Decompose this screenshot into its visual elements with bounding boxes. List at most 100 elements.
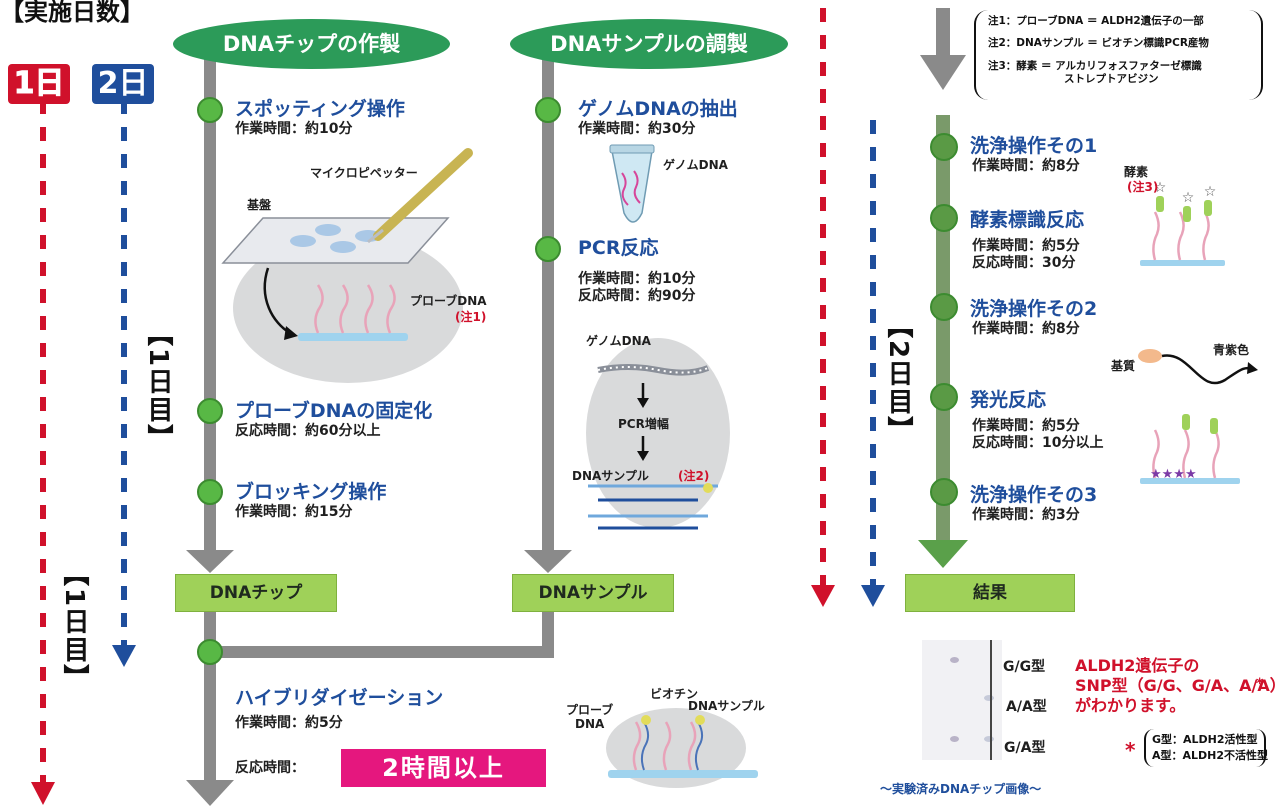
notes-bracket [974,10,1263,100]
day2-arrowhead [918,540,968,568]
note-line-1: 注1：プローブDNA ＝ ALDH2遺伝子の一部 [988,15,1204,27]
step-dot [930,133,958,161]
days-title: 【実施日数】 [0,0,144,26]
note3-label: (注3) [1127,180,1159,194]
day2-label: 【2日目】 [883,312,913,445]
genotype-gg: G/G型 [1003,659,1046,675]
wash3-title: 洗浄操作その3 [970,484,1098,506]
footnote-star: * [1125,738,1136,762]
enzyme-illustration: ☆ ☆ ☆ [1140,180,1225,266]
hybrid-arrowhead [186,780,234,806]
result-desc-star: * [1256,676,1264,692]
wash1-time: 作業時間：約8分 [972,158,1080,174]
step-dot [197,97,223,123]
chip-prep-pill: DNAチップの作製 [173,19,450,69]
note-line-2: 注2：DNAサンプル ＝ ビオチン標識PCR産物 [988,37,1209,49]
pcr-title: PCR反応 [578,237,659,259]
step-dot [930,293,958,321]
hybrid-reaction-label: 反応時間： [235,760,305,776]
pcr-time2: 反応時間：約90分 [578,288,696,304]
chip-image-caption: ～実験済みDNAチップ画像～ [880,782,1042,796]
note-line-3: 注3：酵素 ＝ アルカリフォスファターゼ標識 [988,60,1202,72]
hybrid-illustration [606,708,758,788]
sample-arrowhead [524,550,572,573]
hyb-sample-label: DNAサンプル [688,699,765,713]
blue-arrowhead [112,645,136,667]
genotype-aa: A/A型 [1006,699,1047,715]
day1-icon: 1日 [8,64,70,104]
note-line-4: ストレプトアビジン [1064,73,1159,85]
enzyme-label: 酵素 [1124,165,1149,179]
result-desc-3: がわかります。 [1075,696,1186,715]
chip-arrowhead [186,550,234,573]
genome-dna-tube-label: ゲノムDNA [663,158,728,172]
dna-sample-label: DNAサンプル [572,469,649,483]
genome-dna-pcr-label: ゲノムDNA [586,334,651,348]
step-dot [197,398,223,424]
step-dot [930,204,958,232]
spotting-illustration [221,148,473,383]
svg-text:☆: ☆ [1204,184,1217,200]
wash1-title: 洗浄操作その1 [970,135,1098,157]
hybrid-time: 作業時間：約5分 [235,715,343,731]
substrate-label: 基質 [1111,359,1136,373]
spotting-time: 作業時間：約10分 [235,121,353,137]
day2-icon: 2日 [92,64,154,104]
enzyme-time2: 反応時間：30分 [972,255,1076,271]
svg-text:☆: ☆ [1182,190,1195,206]
enzyme-title: 酵素標識反応 [970,209,1085,231]
pcr-time1: 作業時間：約10分 [578,271,696,287]
lum-time2: 反応時間：10分以上 [972,435,1104,451]
fix-title: プローブDNAの固定化 [235,400,433,422]
merge-dot [197,639,223,665]
step-dot [535,97,561,123]
svg-text:★★★★: ★★★★ [1150,467,1197,482]
step-dot [535,236,561,262]
svg-text:☆: ☆ [1154,180,1167,196]
genotype-ga: G/A型 [1004,740,1046,756]
note1-label: (注1) [455,310,487,324]
result-box: 結果 [905,574,1075,612]
spotting-title: スポッティング操作 [235,98,405,120]
blue-arrowhead-right [861,585,885,607]
dna-chip-box: DNAチップ [175,574,337,612]
tube-illustration [609,144,655,223]
note2-label: (注2) [678,469,710,483]
hyb-probe-label: プローブ DNA [566,703,614,731]
fix-time: 反応時間：約60分以上 [235,423,381,439]
hybrid-title: ハイブリダイゼーション [235,687,444,709]
genome-time: 作業時間：約30分 [578,121,696,137]
biotin-label: ビオチン [650,687,699,701]
probe-dna-label: プローブDNA [410,294,487,308]
wash2-time: 作業時間：約8分 [972,321,1080,337]
blue-purple-label: 青紫色 [1213,343,1250,357]
luminescence-illustration: ★★★★ [1138,349,1258,484]
lum-time1: 作業時間：約5分 [972,418,1080,434]
footnote-g: G型：ALDH2活性型 [1152,733,1258,746]
lum-title: 発光反応 [970,389,1047,411]
wash3-time: 作業時間：約3分 [972,507,1080,523]
chip-image [922,640,1002,760]
sample-prep-pill: DNAサンプルの調製 [510,19,788,69]
footnote-a: A型：ALDH2不活性型 [1152,749,1269,762]
blocking-title: ブロッキング操作 [235,481,387,503]
wash2-title: 洗浄操作その2 [970,298,1098,320]
red-arrowhead-right [811,585,835,607]
result-desc-1: ALDH2遺伝子の [1075,656,1200,675]
dna-sample-box: DNAサンプル [512,574,674,612]
red-arrowhead [31,782,55,805]
genome-title: ゲノムDNAの抽出 [578,98,738,120]
step-dot [930,383,958,411]
pcr-amp-label: PCR増幅 [618,417,669,431]
day1-outer-label: 【1日目】 [59,560,89,693]
micropipette-label: マイクロピペッター [310,166,418,180]
enzyme-time1: 作業時間：約5分 [972,238,1080,254]
step-dot [197,479,223,505]
blocking-time: 作業時間：約15分 [235,504,353,520]
pcr-illustration [586,338,730,530]
result-desc-2: SNP型（G/G、G/A、A/A） [1075,676,1286,695]
step-dot [930,478,958,506]
hybrid-reaction-value: 2時間以上 [341,749,546,787]
day1-inner-label: 【1日目】 [143,320,173,453]
board-label: 基盤 [247,198,272,212]
